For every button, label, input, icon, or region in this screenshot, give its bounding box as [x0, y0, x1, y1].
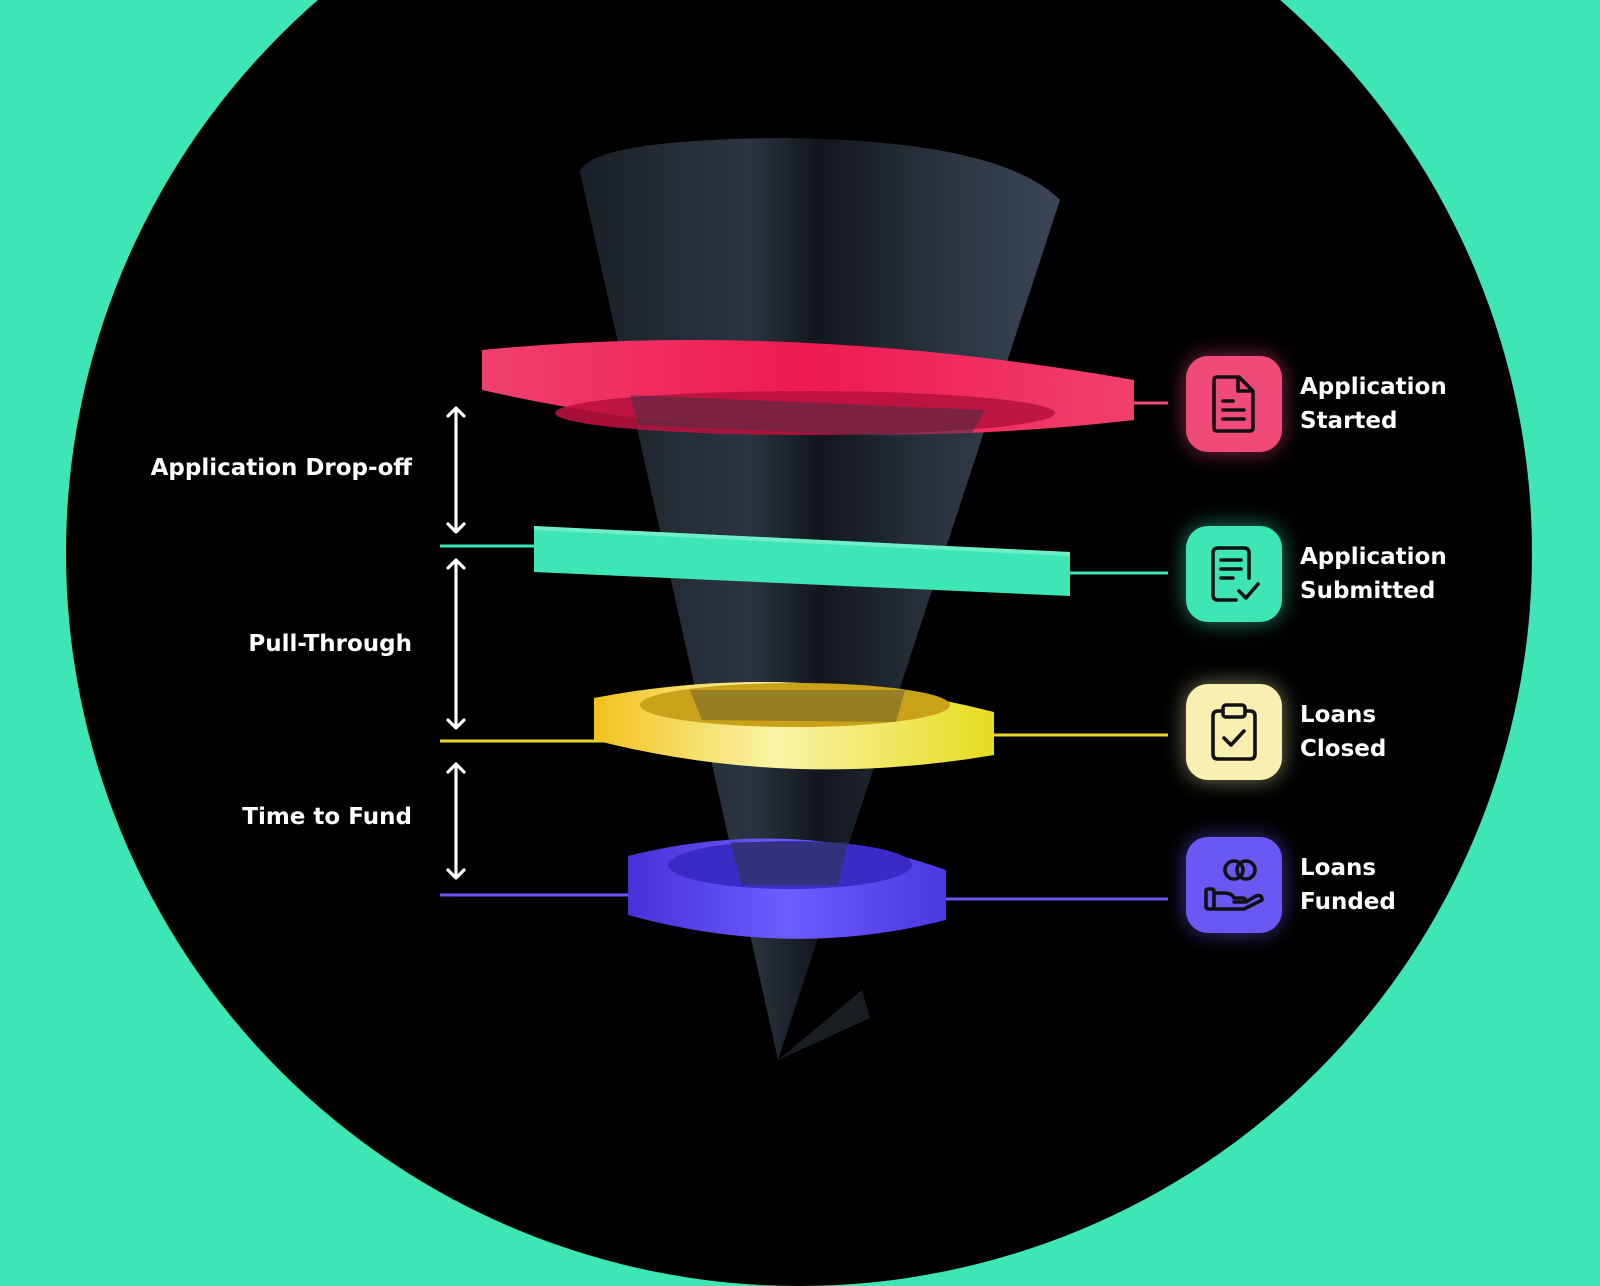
stage-label-line2: Closed: [1300, 736, 1387, 762]
ring-submitted: [534, 526, 1070, 596]
ring-funded: [628, 838, 946, 939]
clipboard-check-icon: [1186, 684, 1282, 780]
document-icon: [1186, 356, 1282, 452]
interval-label-timetofund: Time to Fund: [242, 804, 412, 830]
stage-loans-funded: Loans Funded: [1186, 837, 1396, 933]
stage-label-line2: Funded: [1300, 889, 1396, 915]
ring-started: [482, 340, 1134, 440]
stage-application-submitted: Application Submitted: [1186, 526, 1447, 622]
stage-label-line1: Application: [1300, 544, 1447, 570]
document-check-icon: [1186, 526, 1282, 622]
funnel-tip-shadow: [778, 990, 870, 1060]
stage-label-line2: Started: [1300, 408, 1398, 434]
stage-label-line1: Loans: [1300, 855, 1377, 881]
funnel-graphic: [440, 138, 1168, 1060]
stage-label-line1: Application: [1300, 374, 1447, 400]
hand-coins-icon: [1186, 837, 1282, 933]
interval-label-pullthrough: Pull-Through: [248, 631, 412, 657]
funnel-diagram: Application Drop-off Pull-Through Time t…: [66, 0, 1532, 1286]
stage-label-line1: Loans: [1300, 702, 1377, 728]
ring-closed: [594, 681, 994, 770]
stage-label-line2: Submitted: [1300, 578, 1436, 604]
interval-label-dropoff: Application Drop-off: [150, 455, 412, 481]
stage-loans-closed: Loans Closed: [1186, 684, 1386, 780]
stage-application-started: Application Started: [1186, 356, 1447, 452]
